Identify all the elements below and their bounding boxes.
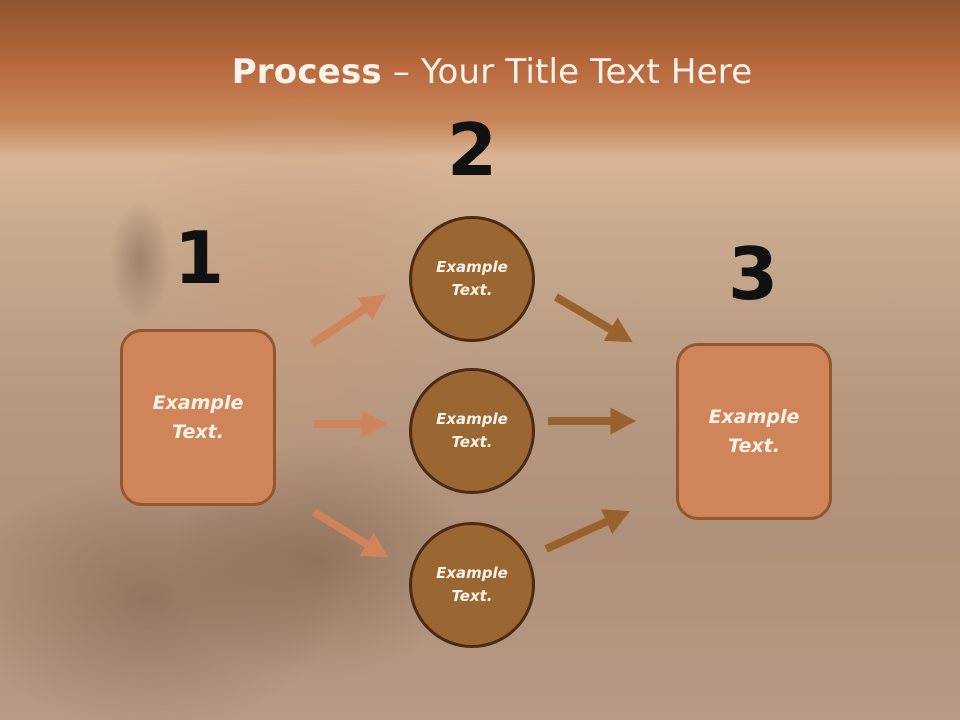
arrow-circle-bottom-to-box3 xyxy=(544,509,630,553)
step-number-3: 3 xyxy=(727,232,779,316)
title-bold: Process xyxy=(231,52,382,92)
process-circle-middle: Example Text. xyxy=(409,368,535,494)
arrow-box1-to-circle-bottom xyxy=(311,508,389,558)
process-circle-top: Example Text. xyxy=(409,216,535,342)
step-number-2: 2 xyxy=(446,108,498,192)
process-circle-bottom: Example Text. xyxy=(409,522,535,648)
slide-title: Process – Your Title Text Here xyxy=(0,52,960,92)
step-3-text: Example Text. xyxy=(708,406,800,457)
arrow-box1-to-circle-top xyxy=(309,294,386,348)
title-rest: – Your Title Text Here xyxy=(381,52,753,92)
step-1-box: Example Text. xyxy=(120,329,276,506)
arrow-circle-top-to-box3 xyxy=(553,293,633,343)
circle-middle-text: Example Text. xyxy=(436,409,508,451)
step-3-box: Example Text. xyxy=(676,343,832,520)
step-number-1: 1 xyxy=(173,216,225,300)
circle-bottom-text: Example Text. xyxy=(436,563,508,605)
circle-top-text: Example Text. xyxy=(436,257,508,299)
step-1-text: Example Text. xyxy=(152,392,244,443)
